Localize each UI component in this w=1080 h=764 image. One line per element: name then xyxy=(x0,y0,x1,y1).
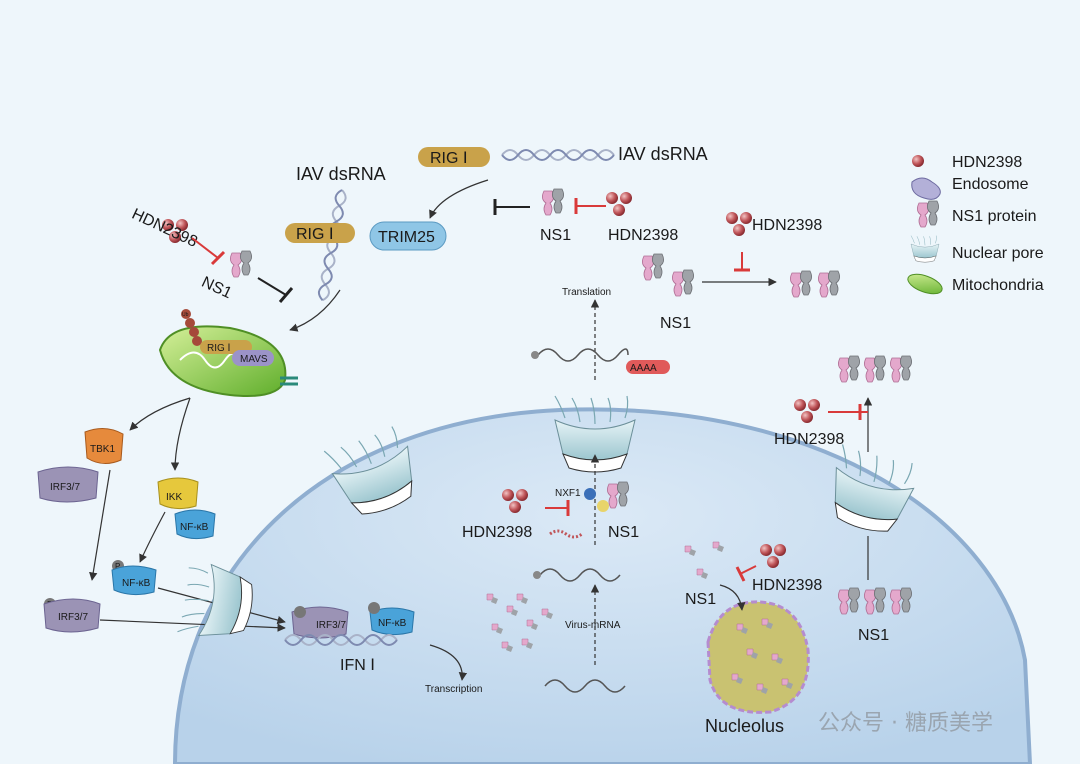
rig-left-label: RIG Ⅰ xyxy=(296,226,334,243)
hdn-dimer-label: HDN2398 xyxy=(752,217,822,234)
ifn-label: IFN Ⅰ xyxy=(340,657,375,674)
aaaa-label: AAAA xyxy=(630,363,657,374)
ns1-export-label: NS1 xyxy=(858,627,889,644)
mavs-box xyxy=(232,350,274,366)
ns1-mono-label: NS1 xyxy=(660,315,691,332)
rig-left-box xyxy=(285,223,355,243)
mrna-mid xyxy=(539,568,621,582)
nfkb-top-label: NF-κB xyxy=(180,522,209,533)
tbk1-label: TBK1 xyxy=(90,444,115,455)
hdn-nucleolus-label: HDN2398 xyxy=(752,577,822,594)
trim25-label: TRIM25 xyxy=(378,229,435,246)
mavs-label: MAVS xyxy=(240,354,268,365)
ns1-protein-icon xyxy=(917,200,939,228)
legend-pore-label: Nuclear pore xyxy=(952,245,1044,262)
transcription-label: Transcription xyxy=(425,684,482,695)
tbk1 xyxy=(84,428,124,464)
legend-mito-label: Mitochondria xyxy=(952,277,1044,294)
legend-endosome-label: Endosome xyxy=(952,176,1029,193)
p-label-1: P xyxy=(115,562,120,571)
rig-top-label: RIG Ⅰ xyxy=(430,150,468,167)
ns1-chain-top xyxy=(838,355,912,383)
translation-label: Translation xyxy=(562,287,611,298)
iav-dsrna-top-label: IAV dsRNA xyxy=(618,144,708,164)
hdn-top xyxy=(606,192,632,216)
nuclear-pore-icon xyxy=(910,235,940,263)
virus-mrna-label: Virus-mRNA xyxy=(565,620,621,631)
hdn-dimer xyxy=(726,212,752,236)
irf37-top-label: IRF3/7 xyxy=(50,482,80,493)
nucleolus-label: Nucleolus xyxy=(705,716,784,736)
ns1-left xyxy=(229,250,253,278)
ns1-left-label: NS1 xyxy=(199,274,234,303)
ub-chain: Ub xyxy=(181,309,202,346)
mitochondria xyxy=(158,325,298,397)
hdn-nxf1-label: HDN2398 xyxy=(462,524,532,541)
irf37-p-label: IRF3/7 xyxy=(58,612,88,623)
mitochondria-icon xyxy=(907,273,943,295)
irf37-p xyxy=(43,598,101,633)
trim25-box xyxy=(369,221,447,251)
hdn-left-label: HDN2398 xyxy=(129,206,200,251)
hdn-export xyxy=(794,399,820,423)
nucleolus xyxy=(706,600,810,714)
ns1-dimers xyxy=(790,270,840,298)
rig-top-box xyxy=(418,147,490,167)
hdn-top-label: HDN2398 xyxy=(608,227,678,244)
ikk-label: IKK xyxy=(166,492,182,503)
mrna-top xyxy=(537,348,629,362)
ns1-nxf1-label: NS1 xyxy=(608,524,639,541)
svg-text:NF-κB: NF-κB xyxy=(378,618,407,629)
ikk xyxy=(157,477,199,510)
iav-dsrna-left-label: IAV dsRNA xyxy=(296,164,386,184)
watermark: 公众号 · 糖质美学 xyxy=(818,711,993,736)
mrna-bottom xyxy=(544,679,626,693)
legend-hdn2398-label: HDN2398 xyxy=(952,154,1022,171)
nfkb-p xyxy=(111,565,157,596)
ns1-top-label: NS1 xyxy=(540,227,571,244)
ns1-top xyxy=(542,188,564,216)
polya-tail xyxy=(626,360,670,374)
endosome-icon xyxy=(911,177,941,200)
ns1-monomers xyxy=(642,253,694,297)
legend-ns1-label: NS1 protein xyxy=(952,208,1037,225)
nxf1-icon xyxy=(584,488,596,500)
dsrna-left xyxy=(316,188,348,303)
ub-label: Ub xyxy=(182,312,189,318)
dsrna-top xyxy=(501,149,615,161)
legend: HDN2398 Endosome NS1 protein Nuclear por… xyxy=(907,154,1044,295)
hdn2398-icon xyxy=(912,155,924,167)
rig-mito-label: RIG Ⅰ xyxy=(207,343,231,354)
irf37-nuclear: IRF3/7 xyxy=(291,606,349,639)
nfkb-nuclear: NF-κB xyxy=(368,602,415,636)
hdn-export-label: HDN2398 xyxy=(774,431,844,448)
ns1-nucleolus-label: NS1 xyxy=(685,591,716,608)
svg-text:IRF3/7: IRF3/7 xyxy=(316,620,346,631)
irf37-top xyxy=(37,466,99,503)
nfkb-top xyxy=(174,509,216,540)
nxf1-label: NXF1 xyxy=(555,488,581,499)
nfkb-p-label: NF-κB xyxy=(122,578,151,589)
